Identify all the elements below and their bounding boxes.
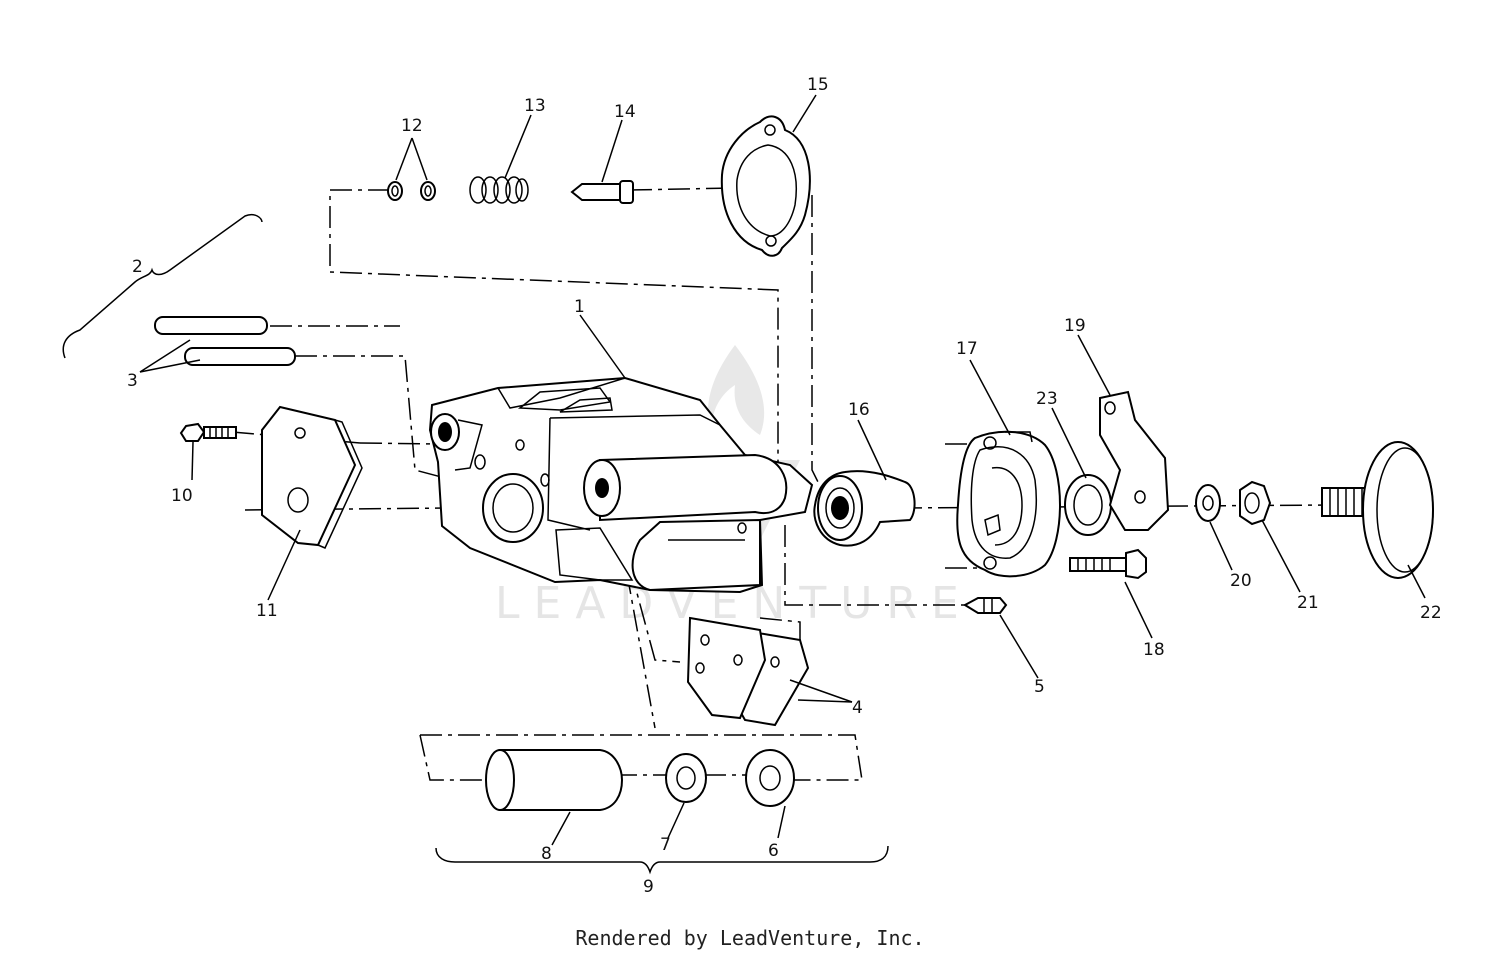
part-23-seal (1064, 474, 1112, 536)
callout-3: 3 (127, 371, 138, 391)
leader-lines (139, 94, 1426, 846)
callout-1: 1 (574, 297, 585, 317)
footer-credit: Rendered by LeadVenture, Inc. (575, 926, 925, 950)
callout-13: 13 (524, 96, 546, 116)
callout-8: 8 (541, 844, 552, 864)
part-21-nut (1239, 480, 1272, 526)
part-8-piston (485, 749, 624, 811)
part-20-washer (1195, 484, 1221, 522)
callout-18: 18 (1143, 640, 1165, 660)
callout-12: 12 (401, 116, 423, 136)
part-3-dowel-pins (154, 316, 296, 366)
part-19-bracket (1099, 390, 1170, 531)
callout-11: 11 (256, 601, 278, 621)
part-22-adjuster (1321, 441, 1434, 579)
part-18-bolt (1069, 548, 1147, 580)
callout-labels: 1 2 3 4 5 6 7 8 9 10 11 12 13 14 15 16 1… (127, 75, 1442, 897)
part-17-cover (956, 430, 1061, 578)
part-12-o-rings (387, 181, 436, 201)
part-1-housing (428, 376, 814, 594)
part-6-seal (745, 749, 795, 807)
part-5-fitting (962, 597, 1008, 614)
part-11-plate (261, 405, 363, 549)
part-2-bracket (62, 213, 263, 359)
callout-2: 2 (132, 257, 143, 277)
callout-14: 14 (614, 102, 636, 122)
callout-23: 23 (1036, 389, 1058, 409)
part-10-bolt (179, 422, 237, 442)
callout-6: 6 (768, 841, 779, 861)
callout-15: 15 (807, 75, 829, 95)
part-15-gasket (720, 115, 811, 257)
callout-9: 9 (643, 877, 654, 897)
callout-21: 21 (1297, 593, 1319, 613)
callout-17: 17 (956, 339, 978, 359)
callout-16: 16 (848, 400, 870, 420)
part-16-cam (813, 470, 916, 547)
part-7-seal (665, 753, 707, 803)
callout-20: 20 (1230, 571, 1252, 591)
callout-19: 19 (1064, 316, 1086, 336)
callout-22: 22 (1420, 603, 1442, 623)
callout-7: 7 (660, 835, 671, 855)
part-4-pads (686, 616, 810, 727)
part-9-bracket (435, 845, 889, 875)
part-13-spring (469, 176, 529, 204)
part-14-pin (570, 180, 634, 204)
callout-10: 10 (171, 486, 193, 506)
callout-4: 4 (852, 698, 863, 718)
callout-5: 5 (1034, 677, 1045, 697)
